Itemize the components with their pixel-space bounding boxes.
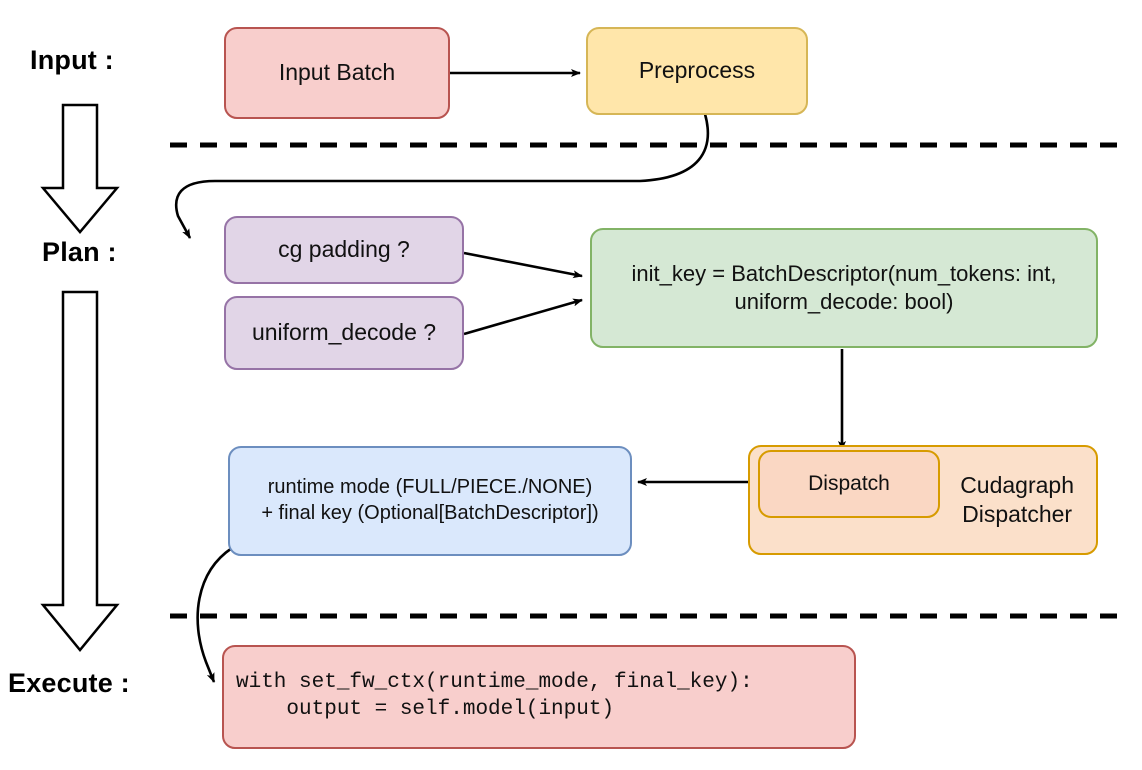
node-init-key[interactable]: init_key = BatchDescriptor(num_tokens: i… (590, 228, 1098, 348)
node-uniform-decode[interactable]: uniform_decode ? (224, 296, 464, 370)
node-execute-code[interactable]: with set_fw_ctx(runtime_mode, final_key)… (222, 645, 856, 749)
plan-to-execute-block-arrow (40, 290, 120, 652)
node-dispatch[interactable]: Dispatch (758, 450, 940, 518)
node-preprocess[interactable]: Preprocess (586, 27, 808, 115)
stage-label-plan: Plan : (42, 237, 117, 267)
node-runtime-mode[interactable]: runtime mode (FULL/PIECE./NONE) + final … (228, 446, 632, 556)
stage-label-input: Input : (30, 45, 114, 75)
input-to-plan-block-arrow (40, 103, 120, 234)
node-input-batch[interactable]: Input Batch (224, 27, 450, 119)
node-cg-padding[interactable]: cg padding ? (224, 216, 464, 284)
stage-label-execute: Execute : (8, 668, 130, 698)
edge-uniform-decode-to-init-key (463, 298, 583, 336)
edge-cg-padding-to-init-key (463, 251, 583, 279)
